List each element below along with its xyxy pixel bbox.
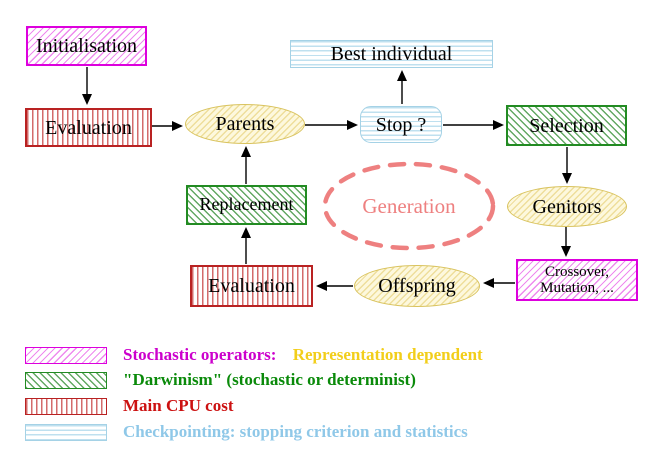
node-selection: Selection	[506, 105, 627, 146]
node-genitors: Genitors	[507, 186, 627, 227]
legend-text-cpu-cost: Main CPU cost	[123, 396, 234, 415]
node-parents: Parents	[185, 104, 305, 144]
node-offspring: Offspring	[354, 265, 480, 307]
node-generation-label: Generation	[362, 193, 456, 218]
legend-text-representation-dependent: Representation dependent	[292, 345, 483, 364]
legend-row-darwinism: "Darwinism" (stochastic or determinist)	[25, 370, 416, 390]
node-crossover-mutation: Crossover, Mutation, ...	[516, 259, 638, 301]
node-initialisation: Initialisation	[26, 26, 147, 66]
crossover-line2: Mutation, ...	[540, 280, 614, 296]
legend-label-stochastic: Stochastic operators: Representation dep…	[123, 345, 483, 365]
node-stop: Stop ?	[360, 106, 442, 143]
node-evaluation-bottom: Evaluation	[190, 265, 313, 307]
legend-swatch-cyan-stripes	[25, 423, 107, 441]
legend-text-stochastic-operators: Stochastic operators:	[123, 345, 277, 364]
node-evaluation-top: Evaluation	[25, 108, 152, 147]
legend-text-checkpointing: Checkpointing: stopping criterion and st…	[123, 422, 468, 441]
legend-swatch-magenta-hatch	[25, 346, 107, 364]
node-replacement: Replacement	[186, 185, 307, 225]
legend-swatch-green-hatch	[25, 371, 107, 389]
legend-row-cpu-cost: Main CPU cost	[25, 396, 233, 416]
crossover-line1: Crossover,	[545, 263, 609, 280]
legend-row-checkpointing: Checkpointing: stopping criterion and st…	[25, 422, 468, 442]
legend-text-darwinism: "Darwinism" (stochastic or determinist)	[123, 370, 416, 389]
node-best-individual: Best individual	[290, 40, 493, 68]
legend-swatch-red-stripes	[25, 397, 107, 415]
legend-row-stochastic: Stochastic operators: Representation dep…	[25, 345, 483, 365]
